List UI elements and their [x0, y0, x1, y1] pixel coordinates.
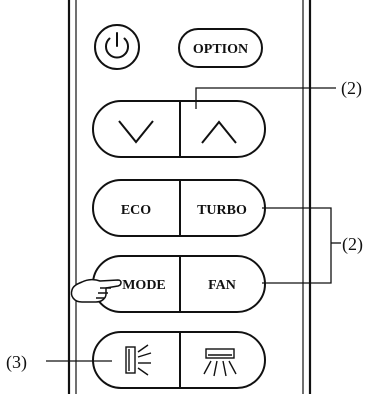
- vertical-swing-button[interactable]: [125, 344, 152, 376]
- temp-callout: (2): [195, 78, 362, 109]
- option-button[interactable]: OPTION: [178, 28, 263, 68]
- vertical-swing-icon: [125, 344, 152, 376]
- swing-buttons: [92, 331, 266, 389]
- chevron-down-icon: [118, 120, 154, 144]
- chevron-up-icon: [201, 120, 237, 144]
- turbo-button[interactable]: TURBO: [197, 203, 247, 218]
- power-icon: [105, 32, 129, 59]
- mode-button-label: MODE: [122, 278, 166, 293]
- horizontal-swing-icon: [203, 348, 237, 377]
- eco-button[interactable]: ECO: [121, 203, 151, 218]
- turbo-fan-callout-label: (2): [342, 234, 363, 255]
- temp-callout-label: (2): [341, 78, 362, 99]
- eco-turbo-buttons: ECO TURBO: [92, 179, 266, 237]
- horizontal-swing-button[interactable]: [203, 348, 237, 377]
- temperature-buttons: [92, 100, 266, 158]
- turbo-fan-callout: (2): [262, 207, 363, 284]
- swing-callout: (3): [6, 352, 112, 373]
- fan-button[interactable]: FAN: [208, 278, 236, 293]
- remote-body-outline: [67, 0, 312, 394]
- temp-up-button[interactable]: [181, 102, 264, 156]
- mode-fan-buttons: MODE FAN: [92, 255, 266, 313]
- pointing-hand-icon: [70, 278, 122, 303]
- turbo-button-label: TURBO: [197, 203, 247, 218]
- mode-button[interactable]: MODE: [122, 278, 166, 293]
- eco-button-label: ECO: [121, 203, 151, 218]
- option-button-label: OPTION: [193, 42, 248, 57]
- swing-callout-label: (3): [6, 352, 27, 373]
- fan-button-label: FAN: [208, 278, 236, 293]
- temp-down-button[interactable]: [94, 102, 179, 156]
- power-button[interactable]: [94, 24, 140, 70]
